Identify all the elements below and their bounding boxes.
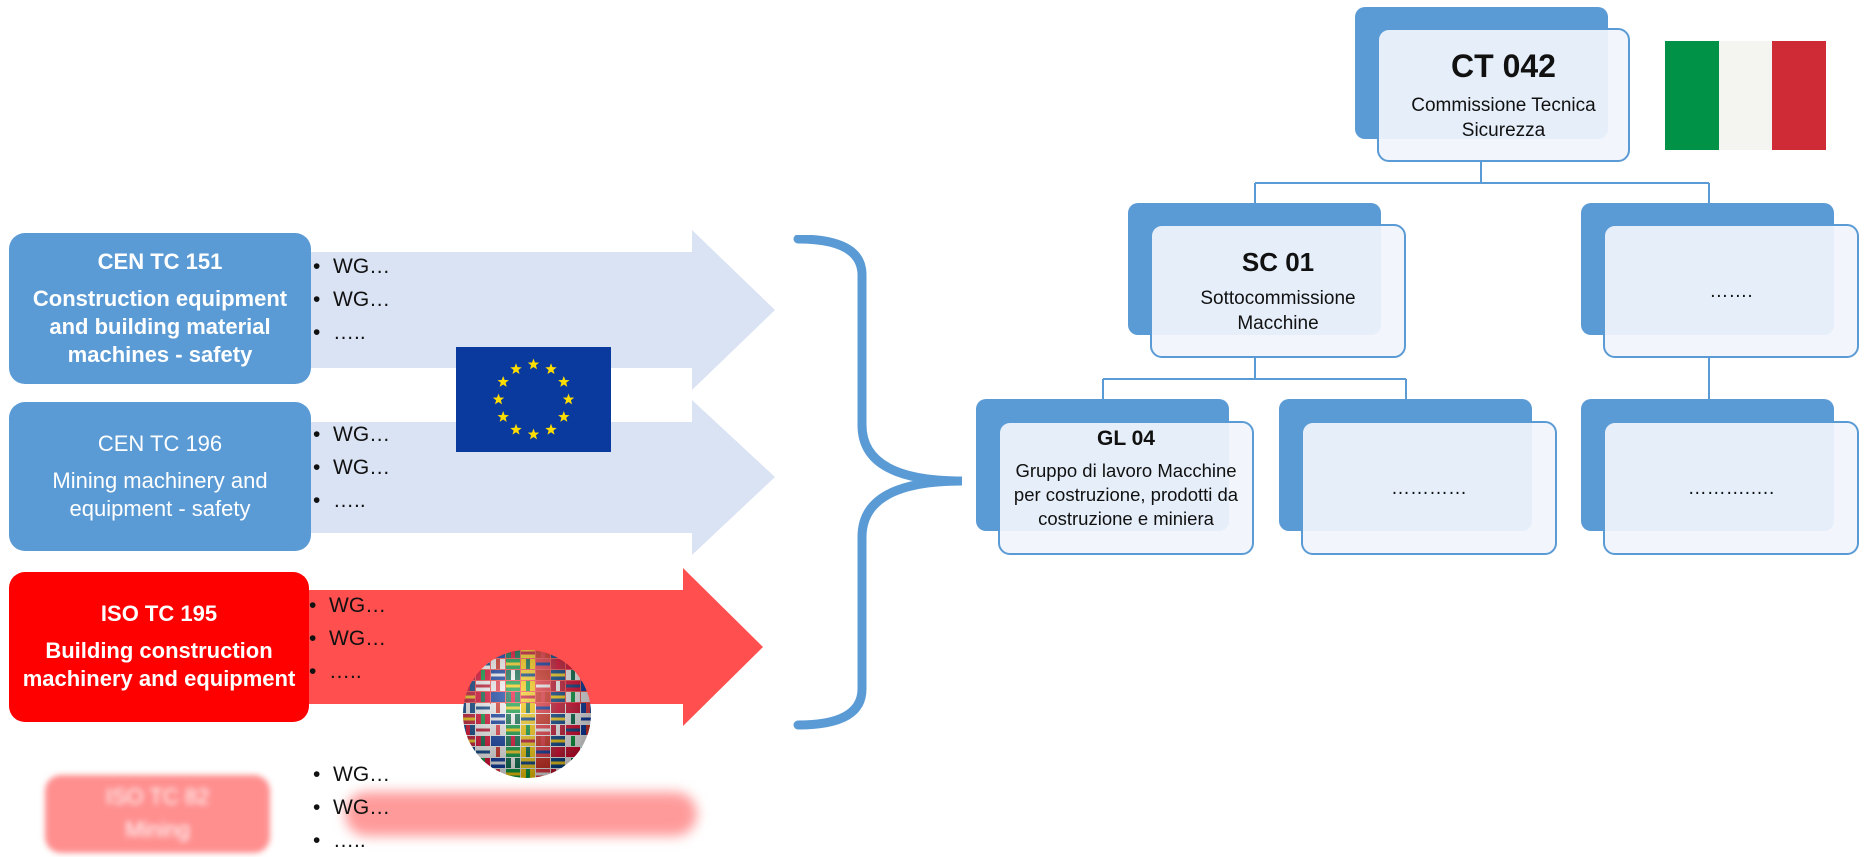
eu-flag-icon: [456, 347, 611, 452]
iso-tc-195-name: Building construction machinery and equi…: [22, 638, 296, 691]
eu-star-icon: [562, 393, 575, 405]
iso-tc-82-wg-list: WG… WG… …..: [313, 758, 390, 857]
wg-item: WG…: [309, 622, 386, 655]
wg-item: WG…: [313, 758, 390, 791]
eu-star-icon: [558, 411, 570, 422]
eu-star-icon: [510, 423, 522, 435]
gl-other2-node: ……….….: [1603, 421, 1859, 555]
iso-tc-195-wg-list: WG… WG… …..: [309, 589, 386, 688]
cen-tc-151-wg-list: WG… WG… …..: [313, 250, 390, 349]
iso-tc-195-code: ISO TC 195: [100, 601, 218, 626]
grouping-brace: [790, 234, 970, 740]
eu-star-icon: [527, 428, 540, 440]
eu-star-icon: [497, 376, 509, 387]
iso-tc-195-box: ISO TC 195 Building construction machine…: [9, 572, 309, 722]
wg-item: …..: [313, 824, 390, 857]
wg-item: …..: [309, 655, 386, 688]
eu-star-icon: [510, 363, 522, 375]
eu-star-icon: [497, 411, 509, 422]
wg-item: …..: [313, 484, 390, 517]
iso-tc-82-box: ISO TC 82 Mining: [45, 775, 270, 853]
eu-star-icon: [527, 358, 540, 370]
gl-other-label: …………: [1391, 477, 1467, 499]
iso-tc-195-arrow: [300, 568, 763, 726]
cen-tc-196-arrow: [300, 400, 775, 555]
gl-04-code: GL 04: [1097, 427, 1155, 450]
wg-item: WG…: [313, 791, 390, 824]
cen-tc-151-box: CEN TC 151 Construction equipment and bu…: [9, 233, 311, 384]
ct-042-node: CT 042 Commissione Tecnica Sicurezza: [1377, 28, 1630, 162]
wg-item: WG…: [313, 250, 390, 283]
world-globe-icon: [461, 648, 593, 780]
cen-tc-196-name: Mining machinery and equipment - safety: [52, 467, 268, 521]
cen-tc-151-code: CEN TC 151: [97, 248, 223, 274]
eu-star-icon: [545, 423, 557, 435]
ct-042-code: CT 042: [1451, 48, 1556, 84]
sc-other-label: …….: [1709, 280, 1753, 302]
cen-tc-196-wg-list: WG… WG… …..: [313, 418, 390, 517]
wg-item: WG…: [313, 418, 390, 451]
eu-star-icon: [545, 363, 557, 375]
iso-tc-82-arrow: [345, 792, 697, 836]
sc-other-node: …….: [1603, 224, 1859, 358]
sc-01-code: SC 01: [1241, 247, 1315, 277]
cen-tc-151-arrow: [300, 230, 775, 390]
iso-tc-82-name: Mining: [125, 817, 190, 842]
cen-tc-196-code: CEN TC 196: [97, 430, 223, 456]
sc-01-name: Sottocommissione Macchine: [1200, 288, 1356, 334]
gl-04-name: Gruppo di lavoro Macchine per costruzion…: [1013, 460, 1239, 529]
ct-042-name: Commissione Tecnica Sicurezza: [1411, 95, 1596, 141]
gl-other2-label: ……….….: [1687, 477, 1775, 499]
gl-other-node: …………: [1301, 421, 1557, 555]
gl-04-node: GL 04 Gruppo di lavoro Macchine per cost…: [998, 421, 1254, 555]
cen-tc-196-box: CEN TC 196 Mining machinery and equipmen…: [9, 402, 311, 551]
wg-item: WG…: [313, 451, 390, 484]
eu-star-icon: [558, 376, 570, 387]
eu-star-icon: [492, 393, 505, 405]
iso-tc-82-code: ISO TC 82: [105, 784, 210, 809]
wg-item: WG…: [313, 283, 390, 316]
wg-item: …..: [313, 316, 390, 349]
cen-tc-151-name: Construction equipment and building mate…: [32, 285, 288, 367]
italy-flag-icon: [1665, 41, 1827, 150]
sc-01-node: SC 01 Sottocommissione Macchine: [1150, 224, 1406, 358]
wg-item: WG…: [309, 589, 386, 622]
